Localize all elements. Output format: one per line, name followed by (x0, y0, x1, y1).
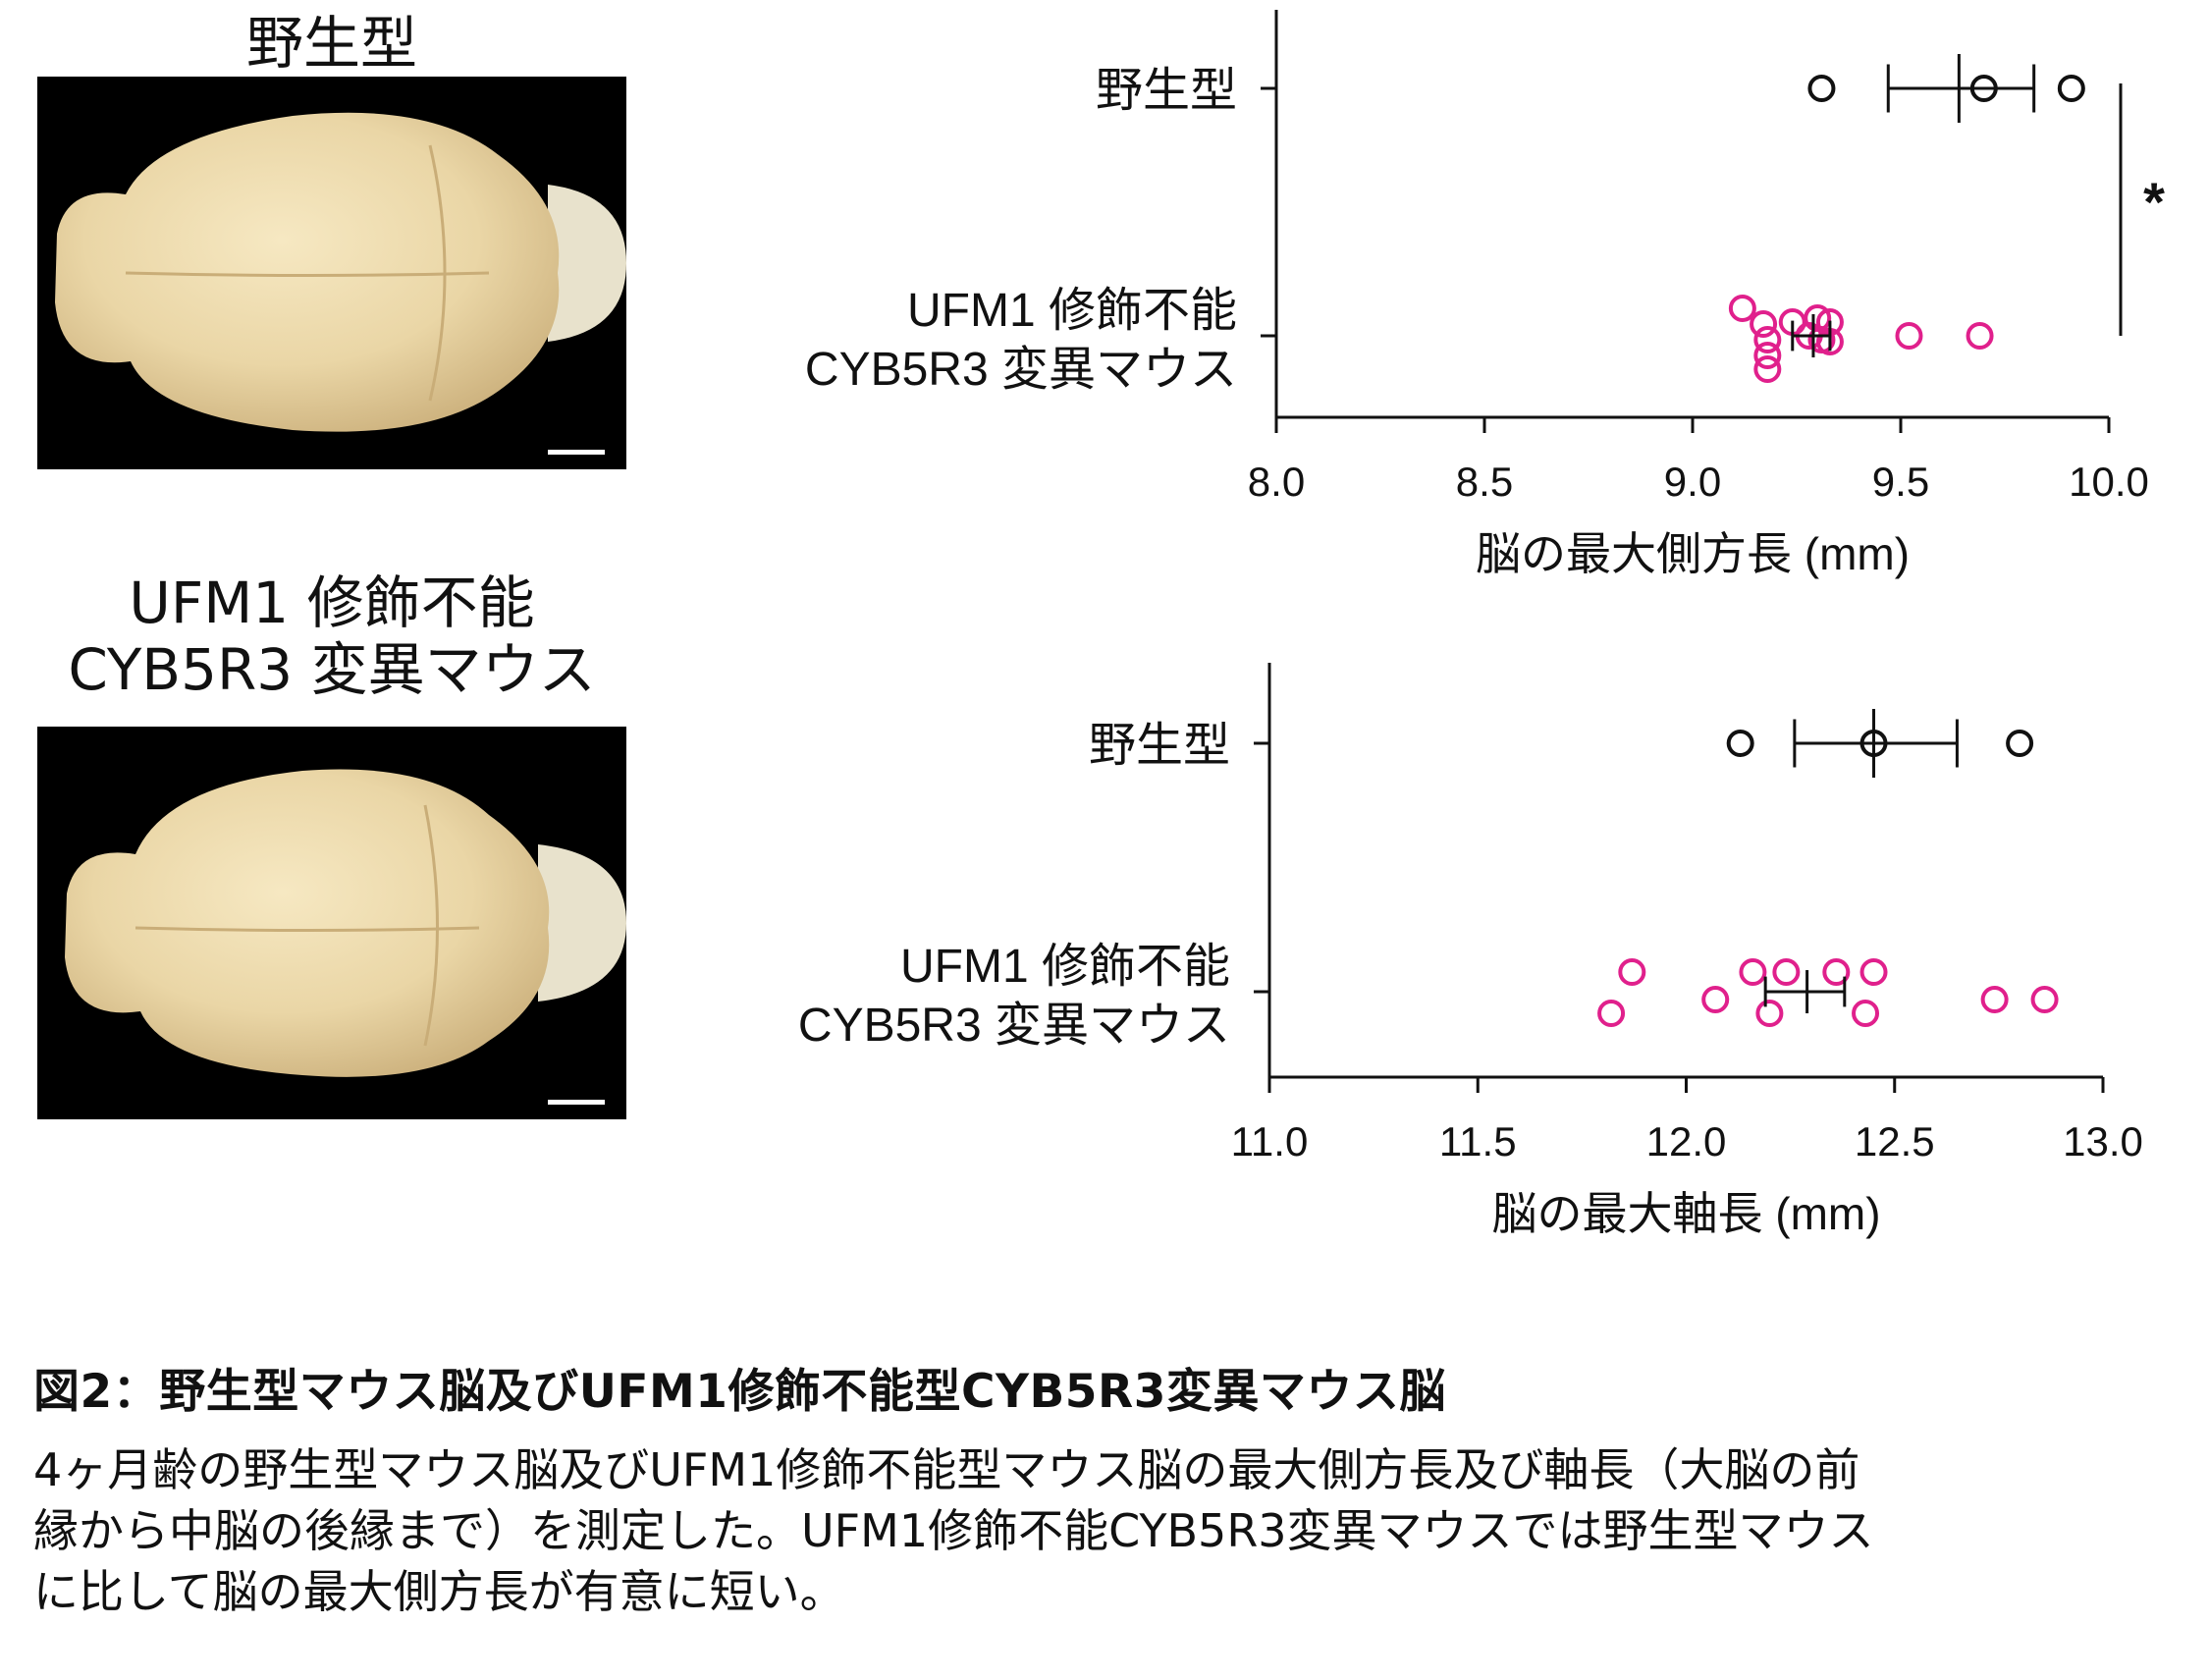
x-tick-label: 10.0 (2069, 459, 2149, 505)
caption-line: 4ヶ月齢の野生型マウス脳及びUFM1修飾不能型マウス脳の最大側方長及び軸長（大脳… (33, 1443, 1860, 1496)
significance-marker: * (2143, 171, 2165, 233)
mutant-photo-label: UFM1 修飾不能 CYB5R3 変異マウス (37, 569, 626, 703)
data-point (2057, 75, 2085, 102)
x-axis-label: 脳の最大軸長 (mm) (1491, 1188, 1880, 1239)
data-point (1739, 958, 1767, 986)
wt-photo-label: 野生型 (245, 10, 417, 77)
data-point (1753, 326, 1782, 353)
data-point (1701, 986, 1730, 1013)
data-point (1753, 342, 1782, 369)
data-point (2030, 986, 2059, 1013)
data-point (1772, 958, 1801, 986)
data-point (2006, 730, 2034, 757)
data-point (1980, 986, 2009, 1013)
mutant-label-line-1: UFM1 修飾不能 (129, 569, 535, 636)
data-point (1755, 1000, 1784, 1027)
data-point (1750, 310, 1778, 338)
data-point (1726, 730, 1754, 757)
mutant-label-line-2: CYB5R3 変異マウス (68, 636, 596, 703)
figure-caption-title: 図2：野生型マウス脳及びUFM1修飾不能型CYB5R3変異マウス脳 (33, 1365, 1446, 1419)
x-tick-label: 13.0 (2063, 1118, 2143, 1165)
data-point (1966, 322, 1994, 350)
y-category-label: 野生型 (1089, 720, 1230, 772)
y-category-label: UFM1 修飾不能 (907, 285, 1237, 337)
data-point (1859, 958, 1888, 986)
x-tick-label: 8.5 (1456, 459, 1513, 505)
data-point (1728, 295, 1756, 322)
data-point (1807, 75, 1836, 102)
y-category-label: CYB5R3 変異マウス (798, 1000, 1230, 1052)
x-tick-label: 9.5 (1872, 459, 1929, 505)
wt-brain-photo (37, 77, 626, 469)
x-axis-label: 脳の最大側方長 (mm) (1476, 528, 1910, 579)
data-point (1852, 1000, 1880, 1027)
x-tick-label: 12.5 (1855, 1118, 1935, 1165)
caption-line: に比して脳の最大側方長が有意に短い。 (33, 1565, 845, 1618)
mutant-brain-photo (37, 727, 626, 1119)
data-point (1822, 958, 1851, 986)
x-tick-label: 9.0 (1664, 459, 1721, 505)
x-tick-label: 8.0 (1248, 459, 1305, 505)
scatter-charts: 8.0 8.5 9.0 9.5 10.0 脳の最大側方長 (mm) 野生型 UFM1 修飾不能… (798, 10, 2165, 1239)
x-tick-label: 11.0 (1231, 1118, 1309, 1165)
data-point (1597, 1000, 1626, 1027)
caption-line: 縁から中脳の後縁まで）を測定した。UFM1修飾不能CYB5R3変異マウスでは野生… (33, 1504, 1874, 1557)
y-category-label: 野生型 (1096, 65, 1237, 117)
data-point (1895, 322, 1923, 350)
y-category-label: UFM1 修飾不能 (900, 941, 1230, 993)
data-point (1618, 958, 1646, 986)
y-category-label: CYB5R3 変異マウス (805, 344, 1237, 396)
figure-caption-body: 4ヶ月齢の野生型マウス脳及びUFM1修飾不能型マウス脳の最大側方長及び軸長（大脳… (33, 1439, 2183, 1622)
x-tick-label: 11.5 (1439, 1118, 1517, 1165)
data-point (1753, 355, 1782, 383)
x-tick-label: 12.0 (1646, 1118, 1727, 1165)
